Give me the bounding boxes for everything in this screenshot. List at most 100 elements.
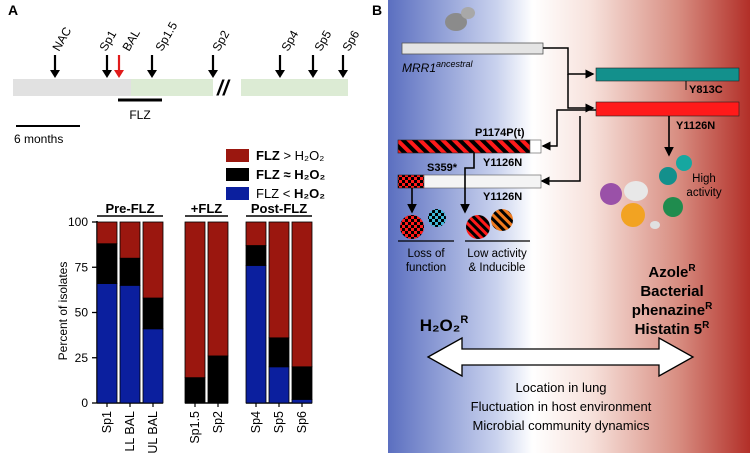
y1126n-low-label: Y1126N [483, 191, 522, 203]
y813c-label: Y813C [689, 84, 723, 96]
low-activity-line1: Low activity [467, 248, 527, 260]
y-tick-label-0: 0 [81, 396, 88, 410]
y1126n-mid-label: Y1126N [483, 157, 522, 169]
timeline-label-sp1: Sp1 [96, 28, 119, 54]
x-tick-label-sp1: Sp1 [100, 411, 114, 433]
s359-truncated-region [423, 174, 542, 189]
timeline-label-bal: BAL [119, 27, 143, 54]
bar-sp6-flz-h2o2 [291, 398, 313, 404]
y1126n-top-label: Y1126N [676, 120, 715, 132]
h2o2-resistance-label: H₂O₂R [420, 314, 469, 335]
timeline-arrowhead-sp1-5 [147, 70, 157, 78]
bar-sp5-flz-h2o2 [268, 366, 290, 404]
ancestral-yeast-icon [445, 7, 475, 31]
bar-sp1-flz-h2o2 [96, 243, 118, 284]
timeline-arrowhead-sp6 [338, 70, 348, 78]
bar-ll-bal-flz-h2o2 [119, 284, 141, 404]
legend-swatch-1 [226, 149, 249, 162]
bar-ll-bal-flz-h2o2 [119, 221, 141, 259]
timeline-arrowhead-sp1 [102, 70, 112, 78]
timeline-arrowhead-sp2 [208, 70, 218, 78]
high-activity-line2: activity [686, 187, 721, 199]
factor-2: Fluctuation in host environment [471, 399, 652, 414]
bar-sp2-flz-h2o2 [207, 355, 229, 404]
legend-entry-2: FLZ ≈ H₂O₂ [256, 167, 325, 182]
y1126n-allele-bar [595, 101, 740, 117]
x-tick-label-sp4: Sp4 [249, 411, 263, 433]
factor-1: Location in lung [515, 380, 606, 395]
bar-ul-bal-flz-h2o2 [142, 221, 164, 299]
p1174p-label: P1174P(t) [475, 127, 525, 139]
p1174p-allele-bar [397, 139, 531, 154]
factor-3: Microbial community dynamics [473, 418, 650, 433]
timeline-break-bg [213, 76, 241, 99]
loss-of-function-line2: function [406, 262, 446, 274]
resistance-azole: AzoleR [648, 263, 696, 281]
bar-sp1-5-flz-h2o2 [184, 377, 206, 404]
timeline-arrowhead-bal [114, 70, 124, 78]
timeline-arrowhead-sp5 [308, 70, 318, 78]
loss-of-function-yeast-icon [400, 209, 446, 239]
x-tick-label-ul-bal: UL BAL [146, 411, 160, 453]
bar-sp4-flz-h2o2 [245, 265, 267, 404]
low-activity-line2: & Inducible [469, 262, 526, 274]
high-activity-yeast-icon [600, 155, 692, 229]
resistance-bacterial: Bacterial [640, 283, 703, 300]
bar-ul-bal-flz-h2o2 [142, 328, 164, 404]
bar-sp1-5-flz-h2o2 [184, 221, 206, 379]
timeline-label-nac: NAC [49, 24, 74, 53]
y-tick-label-25: 25 [75, 351, 89, 365]
x-tick-label-sp2: Sp2 [211, 411, 225, 433]
timeline-break-mark: // [216, 77, 231, 100]
legend-swatch-3 [226, 187, 249, 200]
timeline-label-sp5: Sp5 [311, 28, 334, 54]
gradient-double-arrow [426, 336, 695, 378]
y-tick-label-75: 75 [75, 260, 89, 274]
low-activity-yeast-icon [466, 209, 513, 239]
x-tick-label-sp1-5: Sp1.5 [188, 411, 202, 444]
legend-entry-1: FLZ > H₂O₂ [256, 148, 324, 163]
arrow-to-low-activity [460, 153, 475, 214]
s359-allele-bar [397, 174, 425, 189]
x-tick-label-sp6: Sp6 [295, 411, 309, 433]
group-label-pre-flz: Pre-FLZ [105, 201, 154, 216]
bar-sp4-flz-h2o2 [245, 245, 267, 266]
legend: FLZ > H₂O₂ FLZ ≈ H₂O₂ FLZ < H₂O₂ [226, 148, 325, 201]
bar-sp2-flz-h2o2 [207, 221, 229, 357]
group-label-flz: +FLZ [191, 201, 222, 216]
y813c-allele-bar [595, 67, 740, 82]
bar-ul-bal-flz-h2o2 [142, 297, 164, 330]
bar-sp5-flz-h2o2 [268, 221, 290, 339]
timeline-label-sp4: Sp4 [278, 28, 301, 54]
timeline-arrowhead-nac [50, 70, 60, 78]
x-tick-label-ll-bal: LL BAL [123, 411, 137, 452]
resistance-phenazine: phenazineR [632, 301, 713, 319]
s359-label: S359* [427, 162, 458, 174]
timeline-pre-segment [13, 79, 131, 96]
connector-to-p1174p [541, 109, 596, 151]
connector-to-y1126n [567, 74, 595, 113]
panel-b-label: B [372, 2, 382, 18]
bar-sp1-flz-h2o2 [96, 283, 118, 404]
connector-to-y813c [543, 47, 595, 79]
mrr1-ancestral-label: MRR1ancestral [402, 59, 474, 75]
mrr1-ancestral-bar [401, 42, 544, 55]
legend-entry-3: FLZ < H₂O₂ [256, 186, 325, 201]
legend-swatch-2 [226, 168, 249, 181]
bar-sp1-flz-h2o2 [96, 221, 118, 245]
bar-sp5-flz-h2o2 [268, 337, 290, 368]
y-tick-label-100: 100 [68, 215, 88, 229]
group-label-post-flz: Post-FLZ [251, 201, 307, 216]
bar-ll-bal-flz-h2o2 [119, 257, 141, 286]
resistance-histatin-5: Histatin 5R [635, 320, 711, 338]
chart-groups: Pre-FLZ +FLZ Post-FLZ [97, 201, 312, 217]
bar-sp6-flz-h2o2 [291, 221, 313, 368]
loss-of-function-line1: Loss of [407, 248, 445, 260]
